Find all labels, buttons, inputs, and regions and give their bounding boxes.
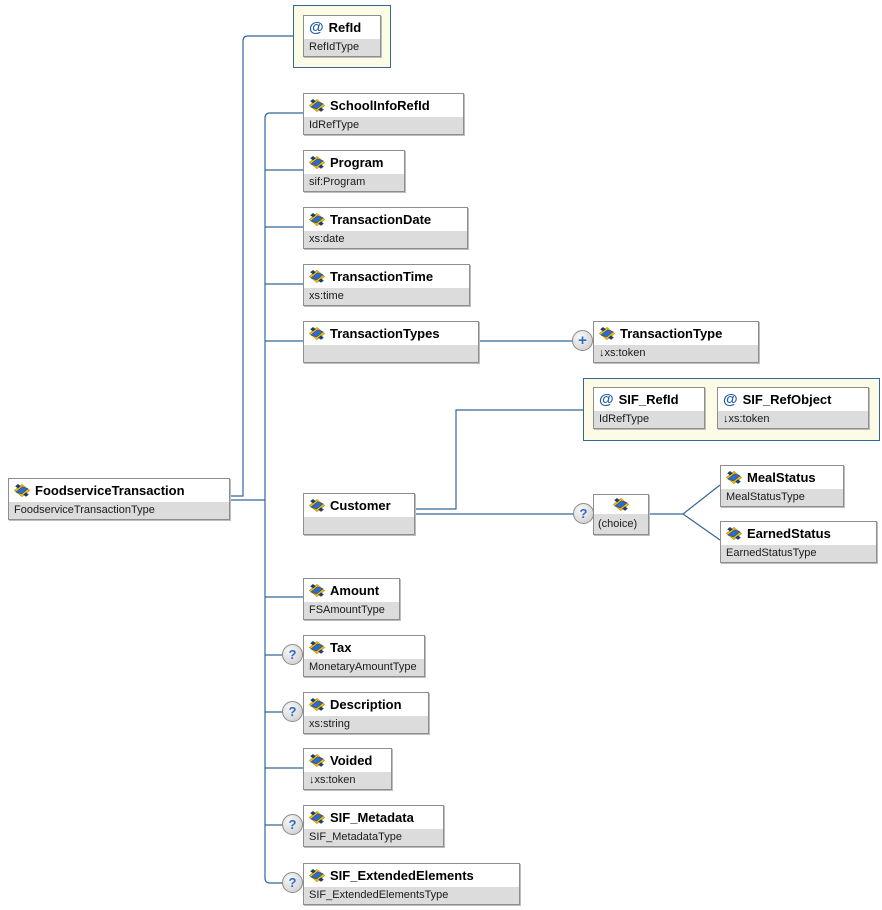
node-type: RefIdType <box>304 39 380 56</box>
node-earned-status[interactable]: EarnedStatus EarnedStatusType <box>720 521 877 563</box>
node-type: xs:date <box>304 231 467 248</box>
node-label: FoodserviceTransaction <box>35 483 185 498</box>
node-label: Program <box>330 155 384 170</box>
node-type: xs:string <box>304 716 428 733</box>
connector-seq-trunk <box>264 112 303 884</box>
node-label: Customer <box>330 498 391 513</box>
element-icon <box>309 641 325 654</box>
node-school-info-refid[interactable]: SchoolInfoRefId IdRefType <box>303 93 464 135</box>
element-icon <box>309 869 325 882</box>
node-label: (choice) <box>594 514 648 534</box>
element-icon <box>309 270 325 283</box>
node-type: FSAmountType <box>304 602 399 619</box>
node-type: ↓xs:token <box>718 411 868 428</box>
element-icon <box>309 213 325 226</box>
element-icon <box>309 156 325 169</box>
node-customer[interactable]: Customer <box>303 493 415 535</box>
node-amount[interactable]: Amount FSAmountType <box>303 578 400 620</box>
node-label: Voided <box>330 753 373 768</box>
element-icon <box>599 327 615 340</box>
node-type: ↓xs:token <box>594 345 758 362</box>
repeat-icon: + <box>572 330 593 351</box>
node-transaction-type[interactable]: TransactionType ↓xs:token <box>593 321 759 363</box>
node-label: Tax <box>330 640 352 655</box>
node-label: SIF_RefObject <box>742 392 832 407</box>
element-icon <box>309 811 325 824</box>
attribute-icon: @ <box>599 391 614 408</box>
choice-icon <box>613 498 629 511</box>
element-icon <box>14 484 30 497</box>
node-label: EarnedStatus <box>747 526 831 541</box>
node-type: SIF_MetadataType <box>304 829 443 846</box>
element-icon <box>309 584 325 597</box>
element-icon <box>726 471 742 484</box>
node-program[interactable]: Program sif:Program <box>303 150 405 192</box>
node-label: Description <box>330 697 402 712</box>
node-sif-refobject[interactable]: @ SIF_RefObject ↓xs:token <box>717 387 869 429</box>
node-choice[interactable]: (choice) <box>593 494 649 535</box>
element-icon <box>726 527 742 540</box>
node-transaction-types[interactable]: TransactionTypes <box>303 321 479 363</box>
attribute-icon: @ <box>723 391 738 408</box>
optional-icon-tax: ? <box>282 644 303 665</box>
element-icon <box>309 327 325 340</box>
node-type: xs:time <box>304 288 469 305</box>
node-label: MealStatus <box>747 470 816 485</box>
node-label: SchoolInfoRefId <box>330 98 430 113</box>
node-label: TransactionTypes <box>330 326 440 341</box>
node-type: MealStatusType <box>721 489 843 506</box>
element-icon <box>309 99 325 112</box>
node-label: RefId <box>328 20 362 35</box>
connector-choice-fan <box>647 484 721 541</box>
node-label: Amount <box>330 583 380 598</box>
node-transaction-date[interactable]: TransactionDate xs:date <box>303 207 468 249</box>
optional-icon-choice: ? <box>573 503 594 524</box>
node-meal-status[interactable]: MealStatus MealStatusType <box>720 465 844 507</box>
node-label: TransactionDate <box>330 212 432 227</box>
node-transaction-time[interactable]: TransactionTime xs:time <box>303 264 470 306</box>
node-label: SIF_RefId <box>618 392 679 407</box>
node-type: IdRefType <box>594 411 704 428</box>
attribute-icon: @ <box>309 19 324 36</box>
node-voided[interactable]: Voided ↓xs:token <box>303 748 392 790</box>
node-type: EarnedStatusType <box>721 545 876 562</box>
element-icon <box>309 698 325 711</box>
node-type: IdRefType <box>304 117 463 134</box>
node-label: SIF_ExtendedElements <box>330 868 474 883</box>
node-type: ↓xs:token <box>304 772 391 789</box>
node-type: SIF_ExtendedElementsType <box>304 887 519 904</box>
node-sif-refid[interactable]: @ SIF_RefId IdRefType <box>593 387 705 429</box>
node-sif-metadata[interactable]: SIF_Metadata SIF_MetadataType <box>303 805 444 847</box>
node-description[interactable]: Description xs:string <box>303 692 429 734</box>
node-refid[interactable]: @ RefId RefIdType <box>303 15 381 57</box>
optional-icon-sif-metadata: ? <box>282 814 303 835</box>
node-type: MonetaryAmountType <box>304 659 424 676</box>
node-sif-extended-elements[interactable]: SIF_ExtendedElements SIF_ExtendedElement… <box>303 863 520 905</box>
node-type: sif:Program <box>304 174 404 191</box>
node-type <box>304 517 414 534</box>
node-type: FoodserviceTransactionType <box>9 502 229 519</box>
node-label: SIF_Metadata <box>330 810 414 825</box>
node-label: TransactionTime <box>330 269 434 284</box>
node-foodservice-transaction[interactable]: FoodserviceTransaction FoodserviceTransa… <box>8 478 230 520</box>
optional-icon-description: ? <box>282 701 303 722</box>
element-icon <box>309 499 325 512</box>
element-icon <box>309 754 325 767</box>
node-tax[interactable]: Tax MonetaryAmountType <box>303 635 425 677</box>
node-label: TransactionType <box>620 326 723 341</box>
node-type <box>304 345 478 362</box>
connector-customer-attrs <box>413 409 583 510</box>
connector-root-to-attr-trunk <box>228 35 293 497</box>
optional-icon-sif-extended-elements: ? <box>282 872 303 893</box>
